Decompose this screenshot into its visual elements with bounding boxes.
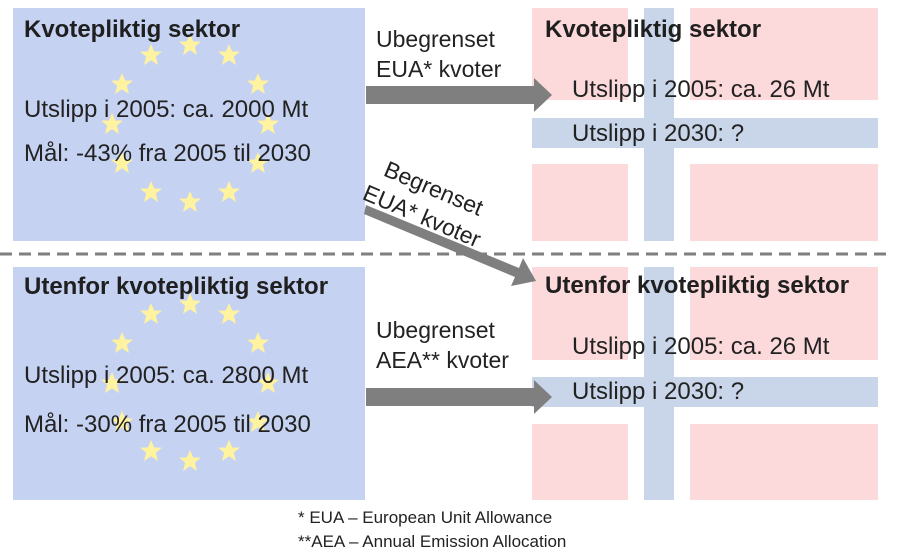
bottom-arrow-label-line1: Ubegrenset [376,317,495,343]
arrow-right-icon [366,78,552,112]
eu-bottom-line1: Utslipp i 2005: ca. 2800 Mt [24,362,309,389]
top-arrow-label-line1: Ubegrenset [376,26,495,52]
eu-top-title: Kvotepliktig sektor [24,16,241,43]
bottom-arrow-label-line2: AEA** kvoter [376,347,509,373]
norway-top-title: Kvotepliktig sektor [545,16,762,43]
top-arrow-label-line2: EUA* kvoter [376,56,502,82]
arrow-diagonal-icon [364,205,536,286]
arrow-right-icon [366,380,552,414]
norway-top-line2: Utslipp i 2030: ? [572,120,745,147]
eu-bottom-line2: Mål: -30% fra 2005 til 2030 [24,411,311,438]
norway-bottom-title: Utenfor kvotepliktig sektor [545,272,850,299]
bottom-arrow-label: Ubegrenset AEA** kvoter [376,315,509,375]
norway-bottom-line2: Utslipp i 2030: ? [572,378,745,405]
eu-top-line1: Utslipp i 2005: ca. 2000 Mt [24,96,309,123]
eu-bottom-title: Utenfor kvotepliktig sektor [24,273,329,300]
eu-top-line2: Mål: -43% fra 2005 til 2030 [24,140,311,167]
norway-top-line1: Utslipp i 2005: ca. 26 Mt [572,76,830,103]
norway-bottom-line1: Utslipp i 2005: ca. 26 Mt [572,333,830,360]
top-arrow-label: Ubegrenset EUA* kvoter [376,24,501,84]
footnote-eua: * EUA – European Unit Allowance [298,508,553,527]
footnote-aea: **AEA – Annual Emission Allocation [298,532,567,551]
